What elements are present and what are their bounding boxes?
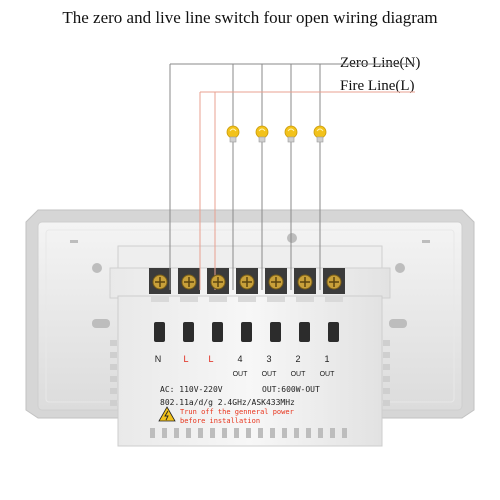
terminal-screws [152,274,342,290]
screw-icon [268,274,284,290]
zero-line-label: Zero Line(N) [340,55,421,71]
bulb-icon [226,125,240,143]
screw-icon [210,274,226,290]
terminal-label-l1: L [183,354,188,364]
screw-icon [239,274,255,290]
terminal-label-1: 1 [324,354,329,364]
terminal-label-3: 3 [266,354,271,364]
warning-line-1: Trun off the genneral power [180,408,294,416]
bulbs [226,125,327,143]
spec-radio: 802.11a/d/g 2.4GHz/ASK433MHz [160,398,295,407]
screw-icon [297,274,313,290]
spec-out: OUT:600W-OUT [262,385,320,394]
bulb-icon [284,125,298,143]
bulb-icon [313,125,327,143]
screw-icon [326,274,342,290]
terminal-label-l2: L [208,354,213,364]
out-label-3: OUT [262,371,278,378]
bottom-vents [150,428,347,438]
warning-block: Trun off the genneral power before insta… [158,406,294,425]
out-label-1: OUT [320,371,336,378]
bulb-icon [255,125,269,143]
fire-line-wire [199,91,415,290]
screw-icon [181,274,197,290]
diagram-title: The zero and live line switch four open … [62,8,438,27]
warning-line-2: before installation [180,417,260,425]
terminal-label-4: 4 [237,354,242,364]
spec-block: AC: 110V-220V OUT:600W-OUT 802.11a/d/g 2… [160,385,320,407]
spec-ac: AC: 110V-220V [160,385,223,394]
out-label-4: OUT [233,371,249,378]
terminal-labels: N L L 4 3 2 1 OUT OUT OUT OUT [155,354,335,378]
wire-slots [154,322,339,342]
side-vents [110,340,390,406]
screw-icon [152,274,168,290]
fire-line-label: Fire Line(L) [340,78,415,94]
zero-line-wire [169,63,415,290]
terminal-label-n: N [155,354,162,364]
terminal-label-2: 2 [295,354,300,364]
high-voltage-icon [158,406,176,422]
out-label-2: OUT [291,371,307,378]
